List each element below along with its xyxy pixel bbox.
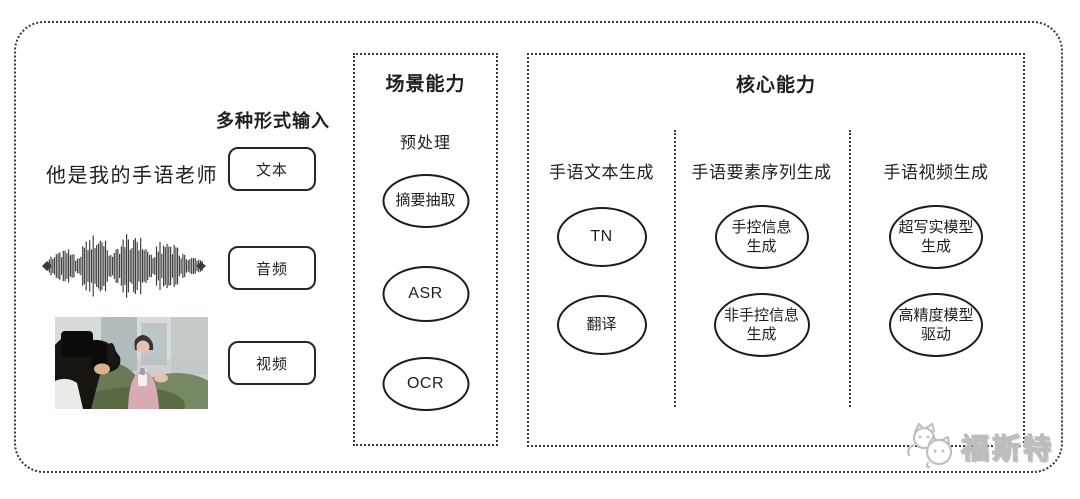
node-hyperrealistic-model-generation: 超写实模型 生成 <box>889 205 983 269</box>
column-video-generation: 手语视频生成 超写实模型 生成 高精度模型 驱动 <box>849 55 1023 445</box>
input-mode-audio-label: 音频 <box>255 260 288 278</box>
input-mode-audio-box: 音频 <box>228 246 316 290</box>
node-non-manual-info-generation: 非手控信息 生成 <box>713 293 810 357</box>
outer-dotted-border <box>14 21 1063 473</box>
column-element-sequence-generation: 手语要素序列生成 手控信息 生成 非手控信息 生成 <box>674 55 849 445</box>
node-summary-extraction: 摘要抽取 <box>382 174 469 228</box>
watermark: 福斯特 <box>901 421 1054 469</box>
column-text-generation-header: 手语文本生成 <box>549 163 654 182</box>
input-mode-text-box: 文本 <box>228 147 316 191</box>
scene-capability-title: 场景能力 <box>385 74 466 95</box>
video-thumbnail-image <box>45 317 219 423</box>
node-asr: ASR <box>382 266 469 322</box>
column-element-sequence-header: 手语要素序列生成 <box>691 163 832 182</box>
input-mode-video-label: 视频 <box>255 355 288 373</box>
node-high-precision-model-driving: 高精度模型 驱动 <box>889 293 983 357</box>
scene-capability-box: 场景能力 预处理 摘要抽取 ASR OCR <box>353 53 498 446</box>
column-video-generation-header: 手语视频生成 <box>883 163 989 182</box>
watermark-mascot-icon <box>901 421 959 469</box>
core-capability-box: 核心能力 手语文本生成 TN 翻译 手语要素序列生成 手控信息 生成 非手控信息… <box>527 53 1025 447</box>
audio-waveform-icon <box>42 228 206 304</box>
node-translation: 翻译 <box>556 295 647 355</box>
column-text-generation: 手语文本生成 TN 翻译 <box>529 55 674 445</box>
node-tn: TN <box>556 207 647 267</box>
core-capability-title: 核心能力 <box>735 75 816 96</box>
column-divider-2 <box>849 130 851 407</box>
node-ocr: OCR <box>382 357 469 411</box>
column-divider-1 <box>674 130 676 407</box>
preprocessing-label: 预处理 <box>399 135 451 152</box>
input-mode-text-label: 文本 <box>255 161 288 179</box>
input-section-heading: 多种形式输入 <box>216 111 330 131</box>
watermark-brand-text: 福斯特 <box>960 432 1055 464</box>
input-mode-video-box: 视频 <box>228 341 316 385</box>
node-manual-info-generation: 手控信息 生成 <box>714 205 809 269</box>
sample-sentence-text: 他是我的手语老师 <box>46 165 218 187</box>
